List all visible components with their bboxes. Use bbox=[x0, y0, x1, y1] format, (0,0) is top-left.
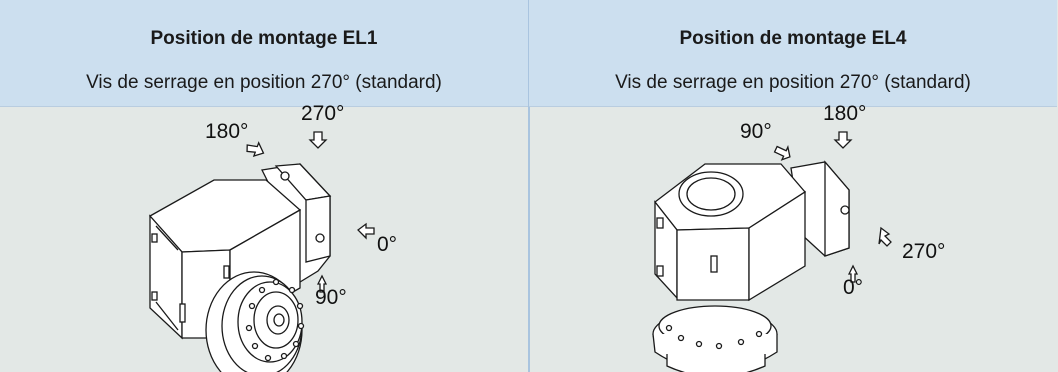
column-el4: Position de montage EL4 Vis de serrage e… bbox=[529, 0, 1057, 372]
gearbox-drawing-el4 bbox=[652, 131, 892, 372]
header-el4: Position de montage EL4 Vis de serrage e… bbox=[529, 0, 1057, 107]
title-el4: Position de montage EL4 bbox=[679, 28, 907, 49]
angle-label-180: 180° bbox=[823, 102, 867, 125]
gearbox-drawing-el1 bbox=[148, 131, 375, 372]
title-el1: Position de montage EL1 bbox=[150, 28, 378, 49]
angle-label-90: 90° bbox=[740, 120, 772, 143]
angle-label-180: 180° bbox=[205, 120, 249, 143]
subtitle-el4: Vis de serrage en position 270° (standar… bbox=[615, 72, 971, 93]
subtitle-el1: Vis de serrage en position 270° (standar… bbox=[86, 72, 442, 93]
header-el1: Position de montage EL1 Vis de serrage e… bbox=[0, 0, 528, 107]
angle-label-0: 0° bbox=[843, 276, 864, 299]
figure-el1: 180° 270° 0° 90° bbox=[0, 102, 528, 372]
angle-label-270: 270° bbox=[301, 102, 345, 125]
column-el1: Position de montage EL1 Vis de serrage e… bbox=[0, 0, 528, 372]
column-divider bbox=[528, 0, 530, 372]
angle-label-270: 270° bbox=[902, 240, 946, 263]
angle-label-90: 90° bbox=[315, 286, 347, 309]
angle-label-0: 0° bbox=[377, 233, 398, 256]
figure-el4: 90° 180° 270° 0° bbox=[529, 102, 1057, 372]
